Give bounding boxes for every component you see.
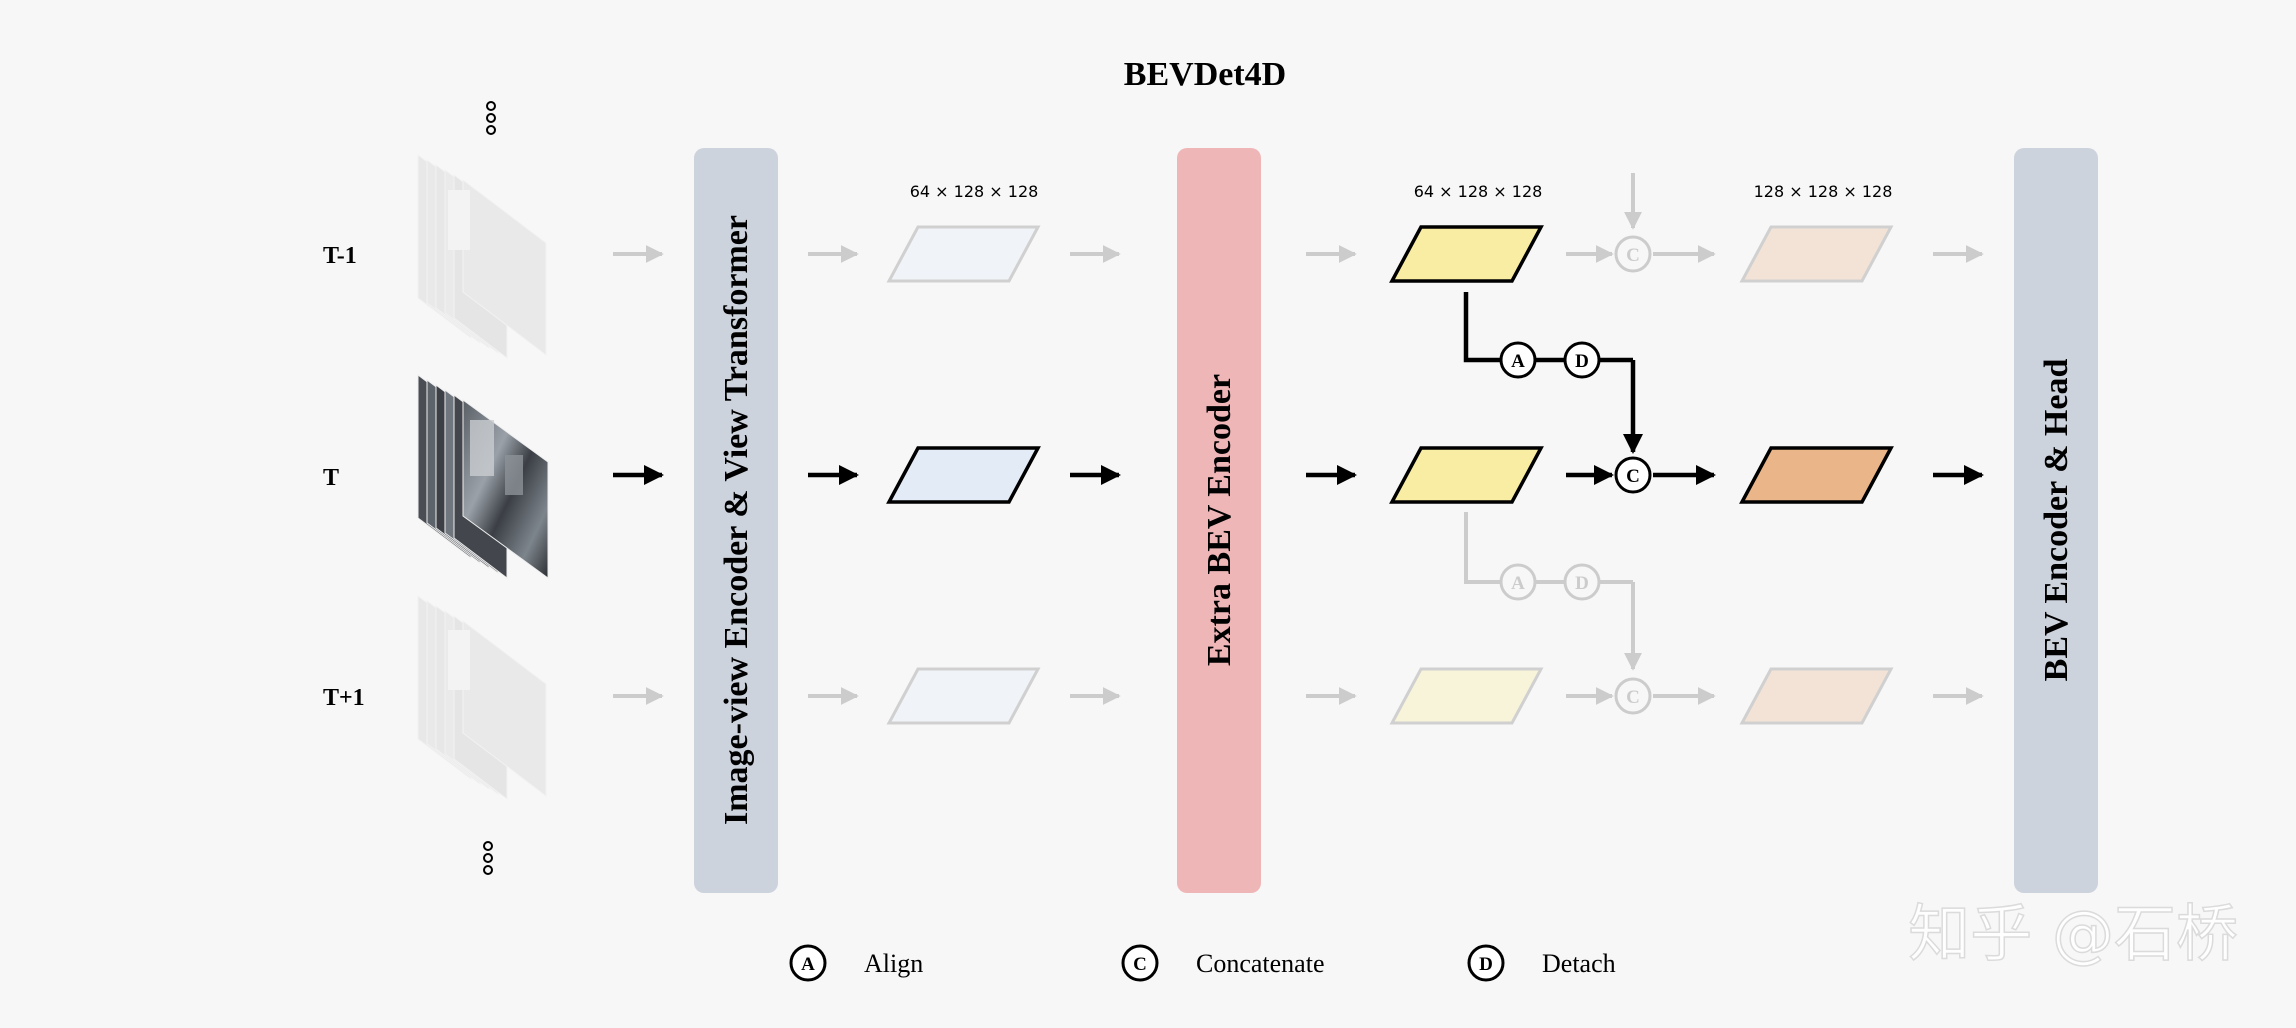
dim-label-view-feature: 64 × 128 × 128: [910, 182, 1039, 201]
row-label-prev: T-1: [323, 243, 357, 269]
svg-text:C: C: [1133, 954, 1147, 975]
svg-text:A: A: [1511, 573, 1525, 594]
svg-text:D: D: [1575, 573, 1589, 594]
faded-arrows: [613, 173, 1984, 705]
svg-text:A: A: [1511, 351, 1525, 372]
op-align-next: A: [1499, 563, 1537, 601]
ellipsis-bottom-icon: [483, 841, 493, 875]
concat-feature-curr: [1739, 446, 1894, 504]
op-align-active: A: [1499, 341, 1537, 379]
extra-bev-encoder-block: [1177, 148, 1261, 893]
faded-route-next: [1464, 512, 1635, 620]
op-detach-next: D: [1563, 563, 1601, 601]
row-label-next: T+1: [323, 685, 365, 711]
svg-text:C: C: [1626, 687, 1640, 708]
bev-head-block: [2014, 148, 2098, 893]
extra-bev-encoder-label: Extra BEV Encoder: [1201, 374, 1238, 666]
concat-feature-next: [1739, 667, 1894, 725]
view-feature-next: [886, 667, 1041, 725]
bev-head-label: BEV Encoder & Head: [2038, 359, 2075, 682]
svg-text:D: D: [1479, 954, 1493, 975]
dim-label-bev-feature: 64 × 128 × 128: [1414, 182, 1543, 201]
svg-text:C: C: [1626, 466, 1640, 487]
bev-feature-prev: [1389, 225, 1544, 283]
image-stack-prev: [417, 153, 547, 360]
image-stack-curr: [417, 373, 549, 580]
op-concat-prev: C: [1614, 235, 1652, 273]
legend-align-label: Align: [864, 949, 923, 978]
diagram-title: BEVDet4D: [1124, 56, 1286, 93]
svg-text:C: C: [1626, 245, 1640, 266]
encoder-block-label: Image-view Encoder & View Transformer: [718, 215, 755, 825]
legend-concat-icon: C: [1121, 944, 1159, 982]
view-feature-prev: [886, 225, 1041, 283]
legend: A Align C Concatenate D Detach: [789, 944, 1616, 982]
legend-concat-label: Concatenate: [1196, 949, 1325, 978]
op-concat-next: C: [1614, 677, 1652, 715]
legend-detach-label: Detach: [1542, 949, 1616, 978]
image-stack-next: [417, 594, 547, 801]
dim-label-concat-feature: 128 × 128 × 128: [1754, 182, 1893, 201]
row-label-curr: T: [323, 465, 339, 491]
op-detach-active: D: [1563, 341, 1601, 379]
active-route-prev: [1463, 292, 1644, 455]
bev-feature-next: [1389, 667, 1544, 725]
svg-text:D: D: [1575, 351, 1589, 372]
bev-feature-curr: [1389, 446, 1544, 504]
legend-align-icon: A: [789, 944, 827, 982]
view-feature-curr: [886, 446, 1041, 504]
op-concat-active: C: [1614, 456, 1652, 494]
feature-maps: [886, 225, 1894, 725]
legend-detach-icon: D: [1467, 944, 1505, 982]
encoder-block: [694, 148, 778, 893]
concat-feature-prev: [1739, 225, 1894, 283]
svg-text:A: A: [801, 954, 815, 975]
ellipsis-top-icon: [486, 101, 496, 135]
watermark: 知乎 @石桥: [1908, 897, 2238, 970]
